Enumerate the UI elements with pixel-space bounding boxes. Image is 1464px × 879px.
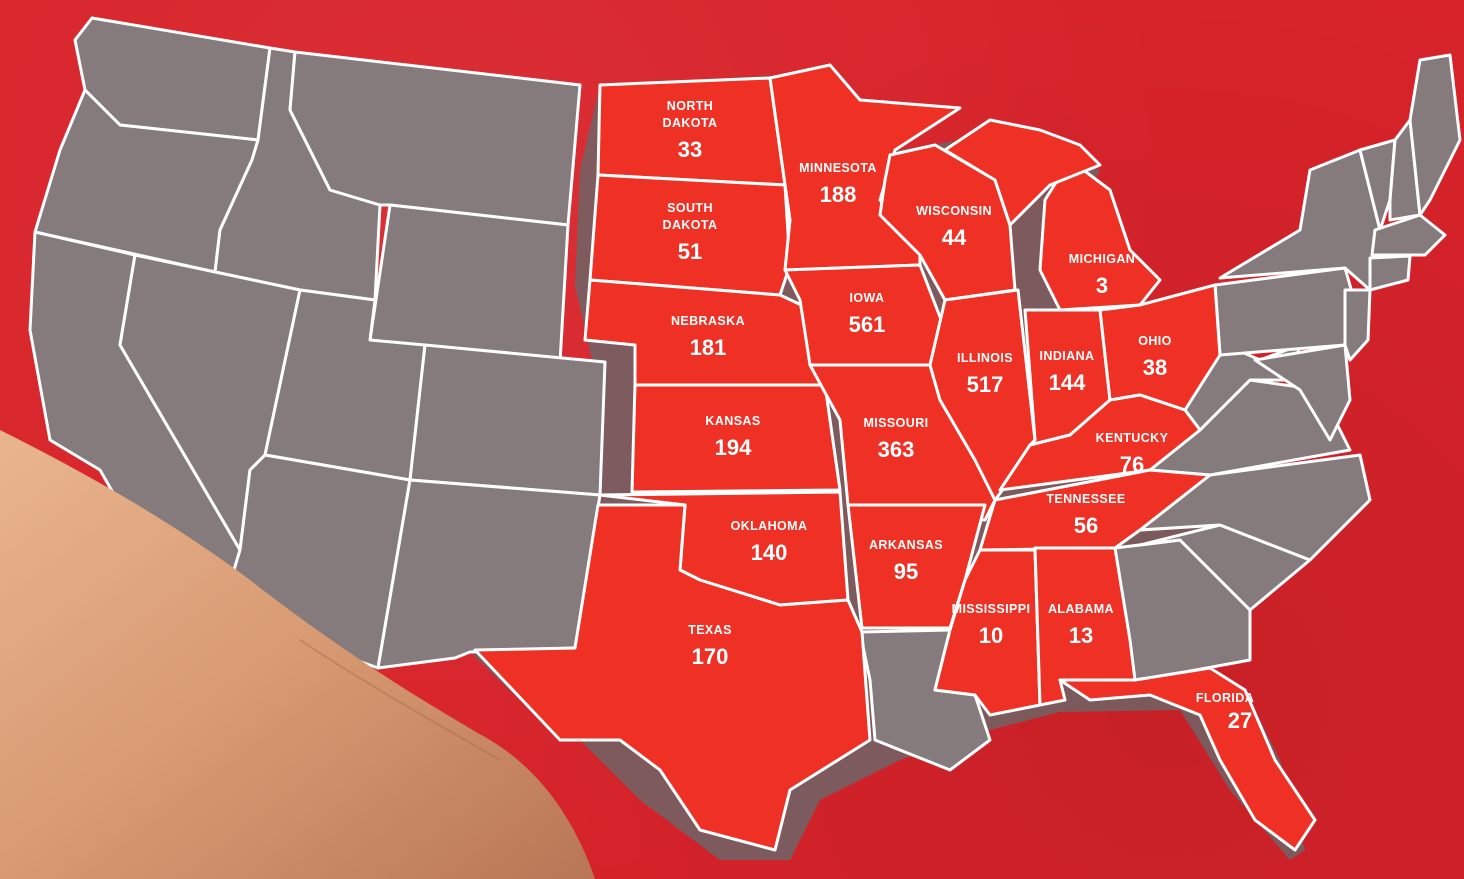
- label-nebraska: NEBRASKA: [671, 314, 745, 328]
- state-wyoming: [368, 203, 570, 364]
- label-north-dakota-line1: NORTH: [667, 99, 713, 113]
- state-massachusetts: [1370, 213, 1447, 257]
- label-wisconsin: WISCONSIN: [916, 204, 992, 218]
- state-connecticut: [1368, 254, 1412, 292]
- label-missouri: MISSOURI: [863, 416, 928, 430]
- state-maryland: [1253, 343, 1352, 442]
- value-texas: 170: [692, 644, 729, 669]
- state-new-york: [1218, 148, 1382, 292]
- value-indiana: 144: [1049, 370, 1086, 395]
- value-arkansas: 95: [894, 559, 918, 584]
- value-missouri: 363: [878, 437, 915, 462]
- value-florida: 27: [1228, 708, 1252, 733]
- label-arkansas: ARKANSAS: [869, 538, 943, 552]
- state-maine: [1408, 53, 1462, 217]
- label-north-dakota-line2: DAKOTA: [663, 116, 718, 130]
- value-mississippi: 10: [979, 623, 1003, 648]
- value-south-dakota: 51: [678, 239, 702, 264]
- state-labels: NORTH DAKOTA 33 SOUTH DAKOTA 51 NEBRASKA…: [663, 99, 1254, 733]
- forearm: [0, 430, 595, 879]
- label-indiana: INDIANA: [1040, 349, 1095, 363]
- label-kentucky: KENTUCKY: [1096, 431, 1169, 445]
- state-new-jersey: [1343, 288, 1372, 362]
- label-kansas: KANSAS: [705, 414, 760, 428]
- state-florida: [1058, 666, 1317, 852]
- value-illinois: 517: [967, 372, 1004, 397]
- state-new-mexico: [376, 478, 602, 670]
- highlighted-states: [473, 63, 1317, 852]
- state-pennsylvania: [1213, 266, 1362, 357]
- label-mississippi: MISSISSIPPI: [952, 602, 1031, 616]
- value-kentucky: 76: [1120, 452, 1144, 477]
- state-kansas: [630, 383, 842, 494]
- value-oklahoma: 140: [751, 540, 788, 565]
- value-ohio: 38: [1143, 355, 1167, 380]
- state-south-carolina: [1138, 523, 1312, 612]
- label-minnesota: MINNESOTA: [799, 161, 877, 175]
- label-florida: FLORIDA: [1196, 691, 1254, 705]
- value-michigan: 3: [1096, 273, 1108, 298]
- label-michigan: MICHIGAN: [1069, 252, 1135, 266]
- label-illinois: ILLINOIS: [957, 351, 1013, 365]
- value-wisconsin: 44: [942, 225, 967, 250]
- state-south-dakota: [588, 173, 792, 297]
- value-alabama: 13: [1069, 623, 1093, 648]
- state-colorado: [408, 343, 607, 497]
- state-kentucky: [998, 393, 1202, 492]
- value-kansas: 194: [715, 435, 752, 460]
- label-iowa: IOWA: [850, 291, 885, 305]
- value-nebraska: 181: [690, 335, 727, 360]
- state-texas: [473, 503, 872, 852]
- value-iowa: 561: [849, 312, 886, 337]
- label-south-dakota-line1: SOUTH: [667, 201, 713, 215]
- state-michigan-upper: [943, 118, 1102, 227]
- state-minnesota: [768, 63, 962, 272]
- value-north-dakota: 33: [678, 137, 702, 162]
- value-minnesota: 188: [820, 182, 857, 207]
- label-ohio: OHIO: [1138, 334, 1172, 348]
- label-oklahoma: OKLAHOMA: [731, 519, 808, 533]
- state-north-dakota: [596, 76, 787, 187]
- label-alabama: ALABAMA: [1048, 602, 1114, 616]
- value-tennessee: 56: [1074, 513, 1098, 538]
- state-montana: [288, 50, 582, 227]
- label-tennessee: TENNESSEE: [1046, 492, 1125, 506]
- label-south-dakota-line2: DAKOTA: [663, 218, 718, 232]
- label-texas: TEXAS: [688, 623, 732, 637]
